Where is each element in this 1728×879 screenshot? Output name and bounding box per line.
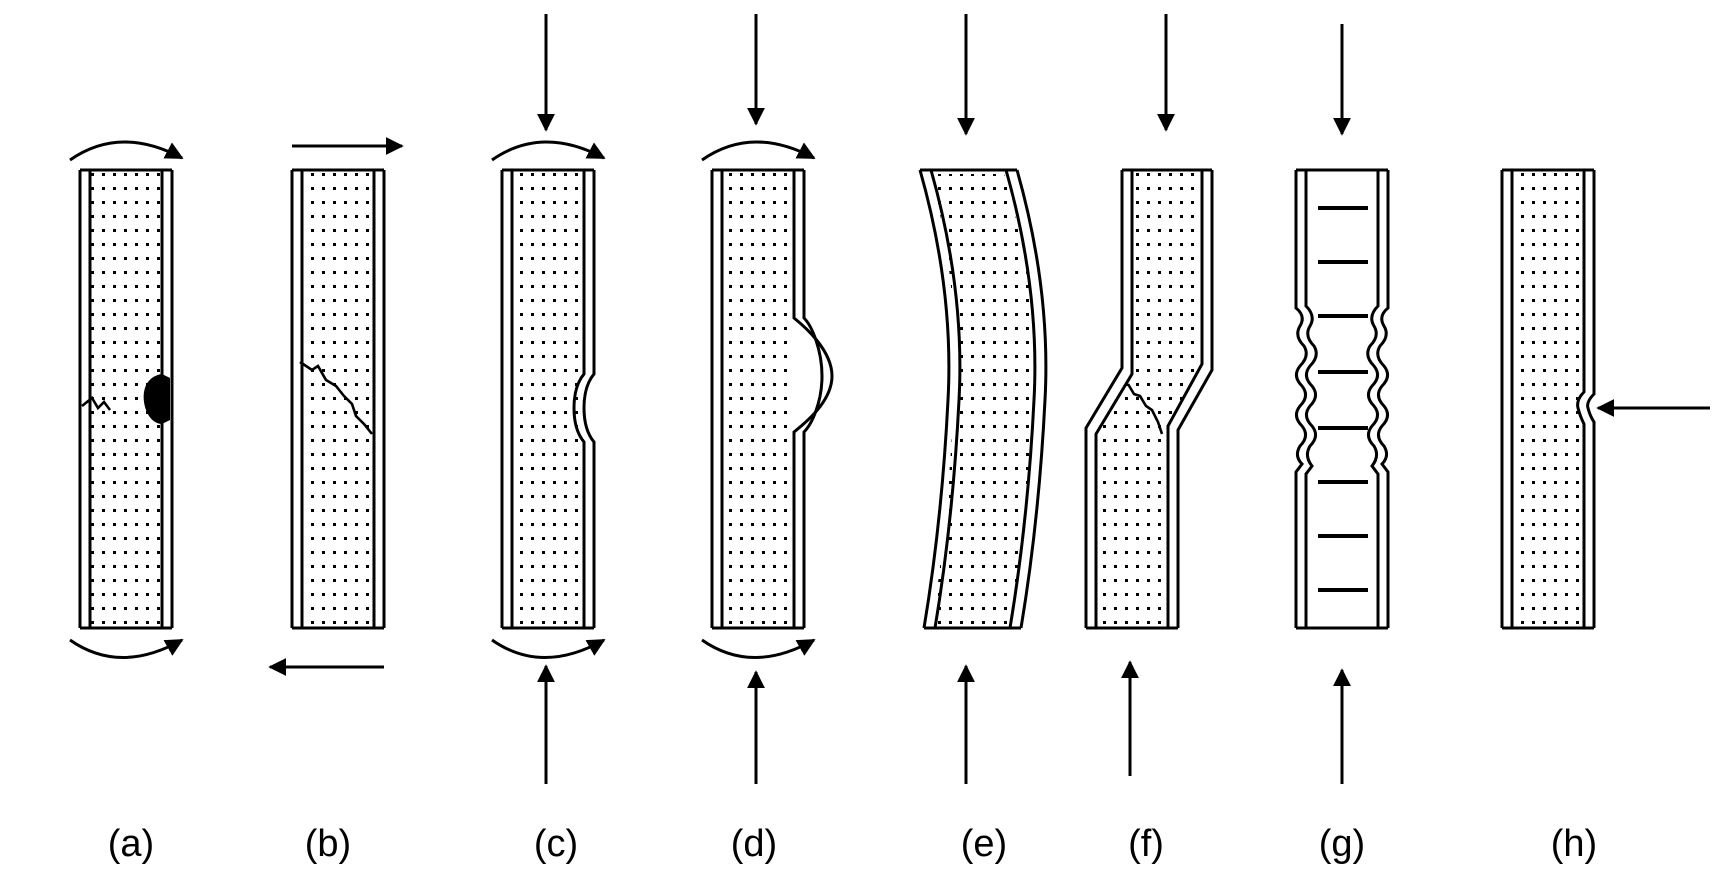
crack (81, 396, 112, 411)
panel-label: (c) (534, 823, 578, 865)
panel-label: (d) (731, 823, 777, 865)
core-fill (1098, 172, 1202, 626)
core-fill (931, 174, 1037, 626)
crack (1126, 383, 1164, 435)
moment-arrow-top (491, 140, 606, 162)
moment-arrow-bottom (491, 638, 606, 659)
dent-damage (143, 374, 170, 424)
moment-arrow-bottom (701, 638, 816, 659)
core-fill (512, 172, 584, 626)
crack (299, 360, 374, 435)
panel-d (701, 14, 834, 784)
panel-label: (e) (961, 823, 1007, 865)
panel-b (268, 137, 404, 676)
panel-h (1500, 168, 1710, 630)
core-fill (302, 172, 374, 626)
moment-arrow-bottom (69, 638, 184, 659)
panel-f (1084, 14, 1214, 776)
moment-arrow-top (69, 140, 184, 162)
panel-e (918, 14, 1048, 784)
moment-arrow-top (701, 140, 816, 162)
panel-label: (h) (1551, 823, 1597, 865)
panel-label: (g) (1319, 823, 1365, 865)
panel-label: (a) (108, 823, 154, 865)
panel-label: (b) (305, 823, 351, 865)
panel-c (491, 14, 606, 784)
core-fill (1512, 172, 1584, 626)
core-fill (722, 172, 794, 626)
panel-label: (f) (1128, 823, 1164, 865)
panel-a (69, 140, 184, 659)
panel-g (1294, 24, 1390, 784)
